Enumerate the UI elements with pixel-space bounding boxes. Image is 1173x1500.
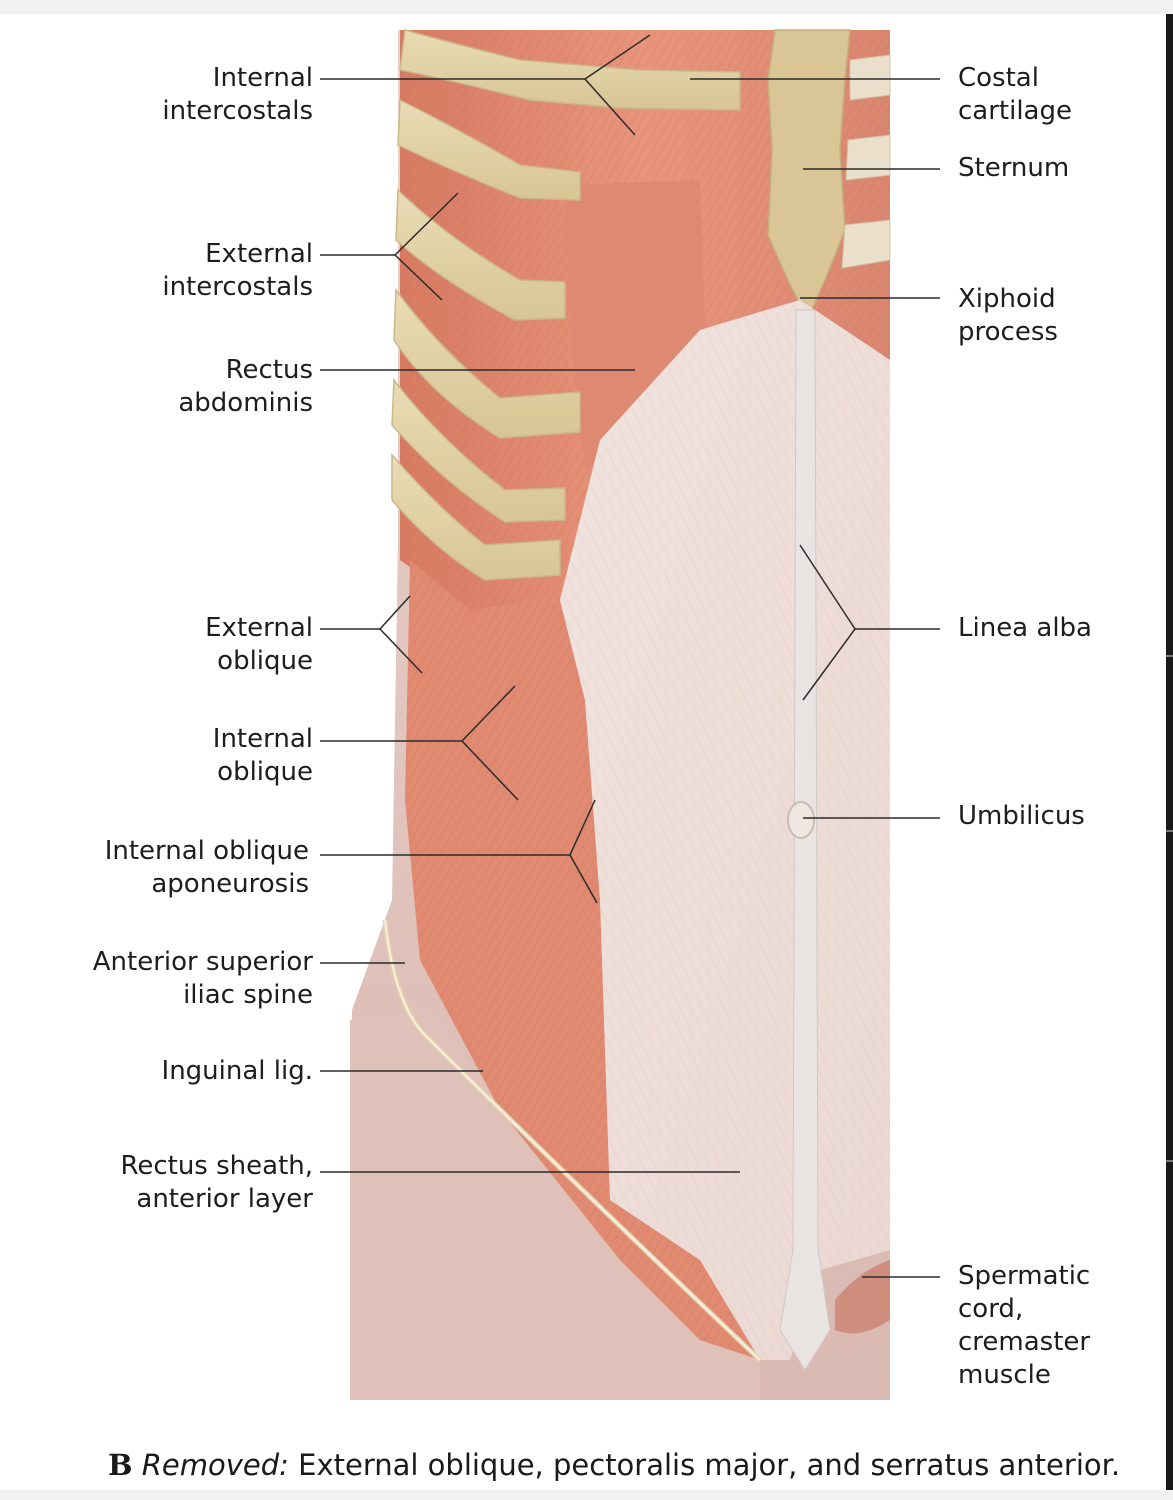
label-internal-oblique: Internal oblique	[212, 724, 313, 787]
label-spermatic-cord: Spermatic cord, cremaster muscle	[958, 1261, 1091, 1390]
umbilicus-shape	[787, 801, 815, 839]
internal-oblique-fibers	[405, 560, 760, 1360]
label-costal-cartilage: Costal cartilage	[958, 63, 1072, 126]
rib-cage	[391, 29, 741, 581]
label-external-intercostals: External intercostals	[162, 239, 313, 302]
window-edge	[1166, 14, 1173, 1490]
label-inguinal-lig: Inguinal lig.	[161, 1056, 313, 1086]
leader-lines-right	[690, 78, 940, 1278]
label-linea-alba: Linea alba	[958, 613, 1092, 643]
label-rectus-abdominis: Rectus abdominis	[178, 355, 313, 418]
label-umbilicus: Umbilicus	[958, 801, 1085, 831]
label-external-oblique: External oblique	[205, 613, 313, 676]
label-xiphoid-process: Xiphoid process	[958, 284, 1058, 347]
caption-prefix: B	[108, 1448, 133, 1482]
figure-caption: B Removed: External oblique, pectoralis …	[108, 1447, 1120, 1483]
edge-tick	[1166, 1160, 1173, 1162]
edge-tick	[1166, 655, 1173, 657]
label-internal-oblique-aponeurosis: Internal oblique aponeurosis	[104, 836, 309, 899]
leader-lines-left	[320, 34, 740, 1173]
sternum-shape	[767, 29, 851, 320]
edge-tick	[1166, 830, 1173, 832]
inguinal-ligament-highlight	[384, 919, 761, 1361]
label-sternum: Sternum	[958, 153, 1070, 183]
caption-text: External oblique, pectoralis major, and …	[298, 1448, 1121, 1482]
label-anterior-superior-iliac-spine: Anterior superior iliac spine	[92, 947, 313, 1010]
caption-removed-label: Removed:	[141, 1448, 289, 1482]
label-rectus-sheath-anterior-layer: Rectus sheath, anterior layer	[120, 1151, 313, 1214]
thigh-skin	[350, 1010, 760, 1400]
label-internal-intercostals: Internal intercostals	[162, 63, 313, 126]
spermatic-cord-shape	[835, 1260, 890, 1334]
rectus-abdominis-shape	[565, 180, 705, 470]
linea-alba-shape	[779, 309, 831, 1371]
